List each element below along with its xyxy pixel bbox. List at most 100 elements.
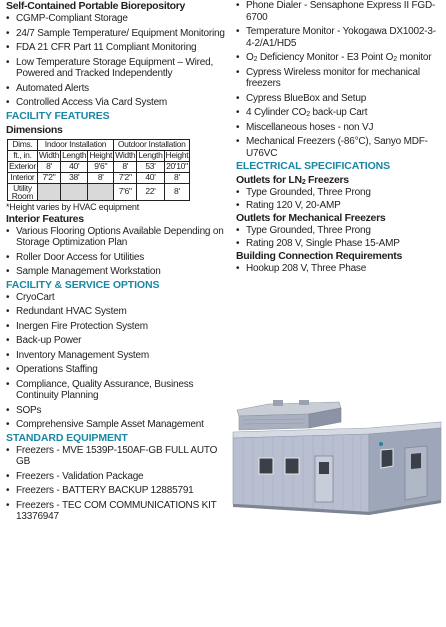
table-header-dims: Dims. xyxy=(7,138,38,151)
table-row: Interior 7'2" 38' 8' 7'2" 40' 8' xyxy=(7,171,191,184)
list-item: Rating 120 V, 20-AMP xyxy=(236,200,444,212)
table-header-width: Width xyxy=(36,149,62,162)
list-item: Comprehensive Sample Asset Management xyxy=(6,419,232,431)
table-cell: 53' xyxy=(136,160,165,173)
list-item: Freezers - MVE 1539P-150AF-GB FULL AUTO … xyxy=(6,445,232,468)
dimensions-heading: Dimensions xyxy=(6,123,63,136)
table-cell: 38' xyxy=(60,171,89,184)
electrical-heading: ELECTRICAL SPECIFICATIONS xyxy=(236,160,391,172)
table-header-indoor: Indoor Installation xyxy=(36,138,115,151)
table-cell: Interior xyxy=(7,171,38,184)
table-row: Exterior 8' 40' 9'6" 8' 53' 20'10" xyxy=(7,160,191,173)
subscript: 2 xyxy=(253,56,258,63)
table-cell: Utility Room xyxy=(7,182,38,201)
table-header-width: Width xyxy=(113,149,138,162)
list-item: CryoCart xyxy=(6,292,232,304)
subscript: 2 xyxy=(301,179,306,186)
list-item: Inventory Management System xyxy=(6,350,232,362)
hvac-roof-units xyxy=(236,400,342,431)
table-cell xyxy=(36,182,62,201)
ln2-list: Type Grounded, Three Prong Rating 120 V,… xyxy=(236,187,444,211)
table-cell: 8' xyxy=(87,171,115,184)
table-cell: 8' xyxy=(113,160,138,173)
right-column: Phone Dialer - Sensaphone Express II FGD… xyxy=(236,0,444,276)
standard-list: Freezers - MVE 1539P-150AF-GB FULL AUTO … xyxy=(6,445,232,523)
list-item: Freezers - Validation Package xyxy=(6,471,232,483)
list-item: Miscellaneous hoses - non VJ xyxy=(236,122,444,134)
facility-features-heading: FACILITY FEATURES xyxy=(6,109,110,122)
building-heading: Building Connection Requirements xyxy=(236,250,402,262)
table-header-units: ft., in. xyxy=(7,149,38,162)
list-item: Inergen Fire Protection System xyxy=(6,321,232,333)
text-part: 4 Cylinder CO xyxy=(246,107,307,118)
subscript: 2 xyxy=(306,111,310,118)
table-cell: 9'6" xyxy=(87,160,115,173)
table-header-outdoor: Outdoor Installation xyxy=(113,138,191,151)
table-cell: 40' xyxy=(136,171,165,184)
list-item: Roller Door Access for Utilities xyxy=(6,252,232,264)
standard-equipment-heading: STANDARD EQUIPMENT xyxy=(6,431,128,444)
list-item: Various Flooring Options Available Depen… xyxy=(6,226,232,249)
list-item: Rating 208 V, Single Phase 15-AMP xyxy=(236,238,444,250)
logo-icon xyxy=(379,442,383,446)
top-feature-list: CGMP-Compliant Storage 24/7 Sample Tempe… xyxy=(6,13,232,109)
interior-list: Various Flooring Options Available Depen… xyxy=(6,226,232,278)
text-part: Deficiency Monitor - E3 Point O xyxy=(257,52,394,63)
list-item: Type Grounded, Three Prong xyxy=(236,187,444,199)
table-cell: 8' xyxy=(163,171,191,184)
table-footnote: *Height varies by HVAC equipment xyxy=(6,201,139,212)
list-item: Compliance, Quality Assurance, Business … xyxy=(6,379,232,402)
left-column: Self-Contained Portable Biorepository CG… xyxy=(6,0,232,526)
table-row: Utility Room 7'6" 22' 8' xyxy=(7,182,191,201)
table-cell xyxy=(60,182,89,201)
list-item: Redundant HVAC System xyxy=(6,306,232,318)
list-item: Freezers - TEC COM COMMUNICATIONS KIT 13… xyxy=(6,500,232,523)
list-item: Low Temperature Storage Equipment – Wire… xyxy=(6,57,232,80)
list-item: Cypress BlueBox and Setup xyxy=(236,93,444,105)
table-cell: 7'6" xyxy=(113,182,138,201)
list-item: O2 Deficiency Monitor - E3 Point O2 moni… xyxy=(236,52,444,64)
table-header-length: Length xyxy=(60,149,89,162)
subscript: 2 xyxy=(393,56,397,63)
list-item: Phone Dialer - Sensaphone Express II FGD… xyxy=(236,0,444,23)
mech-list: Type Grounded, Three Prong Rating 208 V,… xyxy=(236,225,444,249)
list-item: Freezers - BATTERY BACKUP 12885791 xyxy=(6,485,232,497)
table-cell xyxy=(87,182,115,201)
table-cell: 20'10" xyxy=(163,160,191,173)
table-cell: Exterior xyxy=(7,160,38,173)
interior-features-heading: Interior Features xyxy=(6,212,84,225)
text-part: back-up Cart xyxy=(309,107,368,118)
list-item: Mechanical Freezers (-86°C), Sanyo MDF-U… xyxy=(236,136,444,159)
list-item: FDA 21 CFR Part 11 Compliant Monitoring xyxy=(6,42,232,54)
section-title: Self-Contained Portable Biorepository xyxy=(6,0,186,12)
table-cell: 22' xyxy=(136,182,165,201)
list-item: Sample Management Workstation xyxy=(6,266,232,278)
equipment-list: Phone Dialer - Sensaphone Express II FGD… xyxy=(236,0,444,159)
list-item: SOPs xyxy=(6,405,232,417)
text-part: Freezers xyxy=(305,174,349,186)
list-item: CGMP-Compliant Storage xyxy=(6,13,232,25)
list-item: Automated Alerts xyxy=(6,83,232,95)
text-part: O xyxy=(246,52,254,63)
dimensions-table: Dims. Indoor Installation Outdoor Instal… xyxy=(7,138,191,201)
list-item: Operations Staffing xyxy=(6,364,232,376)
table-header-height: Height xyxy=(163,149,191,162)
table-cell: 40' xyxy=(60,160,89,173)
list-item: 24/7 Sample Temperature/ Equipment Monit… xyxy=(6,28,232,40)
table-cell: 7'2" xyxy=(36,171,62,184)
table-cell: 8' xyxy=(36,160,62,173)
facility-service-heading: FACILITY & SERVICE OPTIONS xyxy=(6,278,160,291)
outlets-ln2-heading: Outlets for LN2 Freezers xyxy=(236,174,444,187)
outlets-mech-heading: Outlets for Mechanical Freezers xyxy=(236,212,386,224)
list-item: Type Grounded, Three Prong xyxy=(236,225,444,237)
list-item: Cypress Wireless monitor for mechanical … xyxy=(236,67,444,90)
service-list: CryoCart Redundant HVAC System Inergen F… xyxy=(6,292,232,431)
list-item: Hookup 208 V, Three Phase xyxy=(236,263,444,275)
table-header-length: Length xyxy=(136,149,165,162)
list-item: Controlled Access Via Card System xyxy=(6,97,232,109)
table-header-height: Height xyxy=(87,149,115,162)
building-list: Hookup 208 V, Three Phase xyxy=(236,263,444,275)
container-side xyxy=(232,433,370,513)
list-item: 4 Cylinder CO2 back-up Cart xyxy=(236,107,444,119)
table-cell: 8' xyxy=(163,182,191,201)
